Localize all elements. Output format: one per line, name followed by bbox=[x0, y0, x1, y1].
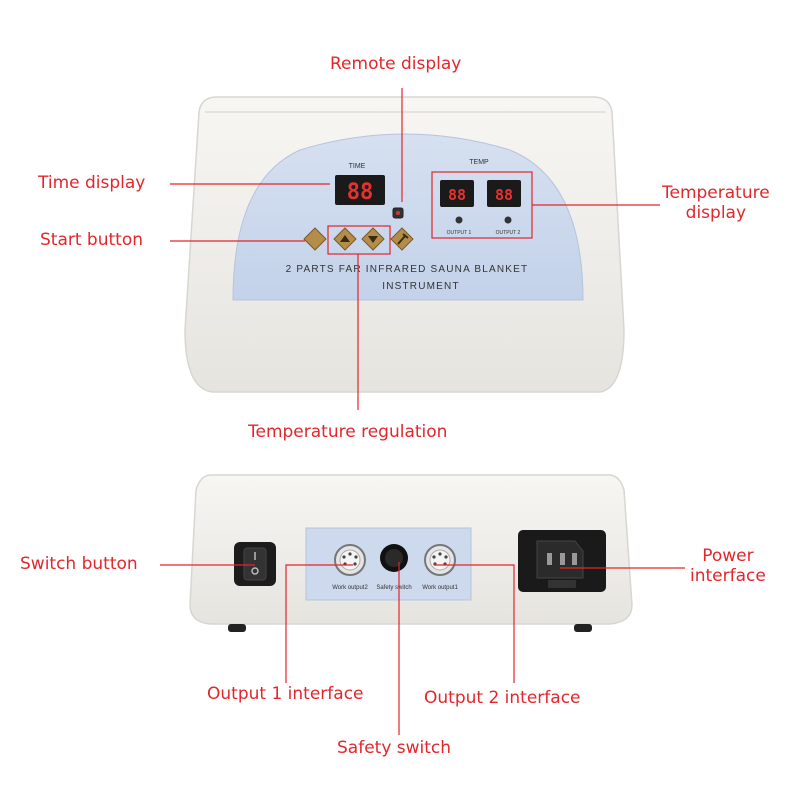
temperature-up-button[interactable] bbox=[333, 227, 357, 251]
power-socket[interactable] bbox=[518, 530, 606, 592]
callout-switch-button: Switch button bbox=[20, 554, 138, 574]
work-output-2-label: Work output2 bbox=[332, 585, 368, 591]
work-output-2-port[interactable] bbox=[334, 544, 366, 576]
work-output-1-label: Work output1 bbox=[422, 585, 458, 591]
callout-safety-switch: Safety switch bbox=[337, 738, 452, 758]
callout-temperature-regulation: Temperature regulation bbox=[248, 422, 448, 442]
front-control-panel bbox=[232, 133, 584, 301]
output-1-indicator bbox=[455, 216, 463, 224]
back-device-foot-left bbox=[228, 624, 246, 632]
safety-switch-knob[interactable] bbox=[380, 544, 408, 572]
safety-switch-label: Safety switch bbox=[376, 585, 411, 591]
callout-lines bbox=[160, 88, 685, 735]
remote-display-led bbox=[396, 211, 400, 215]
callout-temperature-display: Temperature display bbox=[662, 183, 770, 223]
callout-start-button: Start button bbox=[40, 230, 144, 250]
product-name-line1: 2 PARTS FAR INFRARED SAUNA BLANKET bbox=[286, 264, 529, 275]
callout-time-display: Time display bbox=[38, 173, 146, 193]
temp-display-screen-2 bbox=[487, 180, 521, 207]
temperature-down-button[interactable] bbox=[361, 227, 385, 251]
work-output-1-port[interactable] bbox=[424, 544, 456, 576]
callout-remote-display: Remote display bbox=[330, 54, 462, 74]
temp-label: TEMP bbox=[469, 159, 489, 166]
temp-display-readout-1: 88 bbox=[448, 186, 466, 204]
callout-power-interface: Power interface bbox=[690, 546, 766, 586]
time-display-readout: 88 bbox=[347, 180, 374, 205]
output-2-label: OUTPUT 2 bbox=[496, 230, 521, 236]
power-switch[interactable] bbox=[234, 542, 276, 586]
start-button[interactable] bbox=[303, 227, 327, 251]
callout-power-interface-line1: Power bbox=[702, 546, 754, 566]
box-temperature-regulation bbox=[327, 225, 391, 255]
time-label: TIME bbox=[349, 163, 366, 170]
output-2-indicator bbox=[504, 216, 512, 224]
product-name-line2: INSTRUMENT bbox=[382, 281, 460, 292]
temp-display-screen-1 bbox=[440, 180, 474, 207]
time-display-screen bbox=[335, 175, 385, 205]
front-device: TIME 88 TEMP 88 88 OUTPUT 1 OUTPUT 2 2 P… bbox=[184, 96, 625, 393]
arrow-down-icon bbox=[368, 236, 378, 243]
output-1-label: OUTPUT 1 bbox=[447, 230, 472, 236]
back-device-foot-right bbox=[574, 624, 592, 632]
leader-output-2 bbox=[434, 564, 515, 683]
callout-temperature-display-line1: Temperature bbox=[662, 183, 770, 203]
leader-output-1 bbox=[285, 564, 353, 683]
wrench-button[interactable] bbox=[390, 227, 414, 251]
wrench-icon bbox=[397, 233, 409, 245]
callout-temperature-display-line2: display bbox=[685, 202, 747, 223]
callout-output-2-interface: Output 2 interface bbox=[424, 688, 581, 708]
callout-output-1-interface: Output 1 interface bbox=[207, 684, 364, 704]
back-device: Work output2 Safety switch Work output1 bbox=[189, 474, 633, 632]
callout-power-interface-line2: interface bbox=[690, 565, 766, 586]
arrow-up-icon bbox=[340, 235, 350, 242]
temp-display-readout-2: 88 bbox=[495, 186, 513, 204]
